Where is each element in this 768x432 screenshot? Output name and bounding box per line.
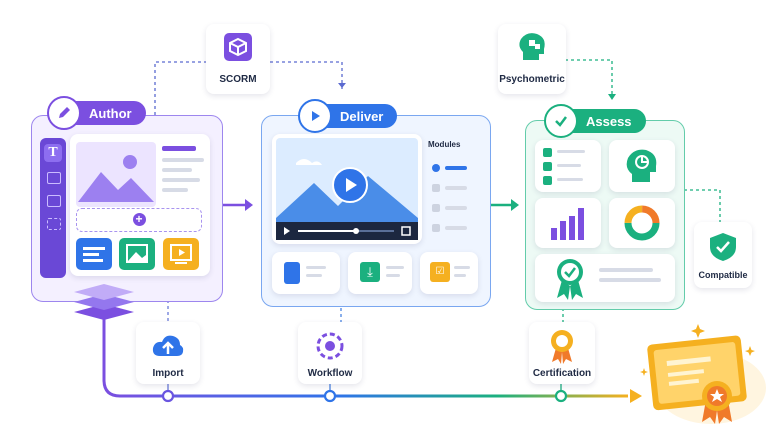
checklist-icon: ☑ [430,262,450,282]
bar-chart-card[interactable] [535,198,601,248]
psychometric-card: Psychometric [498,24,566,94]
text-block-icon[interactable] [76,238,112,270]
assess-label: Assess [586,113,632,129]
author-sidebar: T [40,138,66,278]
shield-check-icon [710,233,736,261]
image-tool-icon[interactable] [47,172,61,184]
module-item[interactable] [432,164,440,172]
psychometric-label: Psychometric [499,74,565,85]
deliver-badge: Deliver [298,99,398,133]
download-card[interactable]: ⤓ [348,252,412,294]
module-item[interactable] [432,204,440,212]
certification-label: Certification [532,368,592,379]
plus-icon: + [132,213,146,226]
medal-icon [551,330,573,364]
donut-chart-icon [624,205,660,241]
layout-tool-icon[interactable] [47,218,61,230]
modules-list: Modules [428,140,483,240]
bar-chart-icon [551,208,584,240]
scorm-label: SCORM [219,74,257,85]
badge-card[interactable] [535,254,675,302]
document-icon [284,262,300,284]
pencil-icon [47,96,81,130]
checkbox-icon [543,148,552,157]
scorm-card: SCORM [206,24,270,94]
donut-chart-card[interactable] [609,198,675,248]
fullscreen-icon[interactable] [402,225,414,237]
module-item[interactable] [432,184,440,192]
checklist-card[interactable]: ☑ [420,252,478,294]
text-tool-icon[interactable]: T [44,144,62,162]
checkbox-icon [543,162,552,171]
progress-bar[interactable] [298,227,394,233]
image-block-icon[interactable] [119,238,155,270]
brain-puzzle-icon [519,33,545,60]
assess-badge: Assess [544,104,646,138]
document-card[interactable] [272,252,340,294]
video-tool-icon[interactable] [47,195,61,207]
video-block-icon[interactable] [163,238,199,270]
certificate-icon [640,324,766,424]
play-icon [298,99,332,133]
analytics-head-card[interactable] [609,140,675,192]
cloud-upload-icon [152,335,184,356]
layers-icon [74,284,134,320]
play-button[interactable] [332,167,368,203]
quiz-card[interactable] [535,140,601,192]
deliver-label: Deliver [340,108,384,124]
add-block-button[interactable]: + [76,208,202,232]
workflow-label: Workflow [307,368,353,379]
author-label: Author [89,105,132,121]
image-placeholder-icon [76,142,156,207]
download-icon: ⤓ [360,262,380,282]
author-canvas: + [70,134,210,276]
check-circle-icon [544,104,578,138]
checkbox-icon [543,176,552,185]
author-badge: Author [47,96,146,130]
award-ribbon-icon [557,259,583,300]
compatible-card: Compatible [694,222,752,288]
workflow-gear-icon [316,332,344,360]
certification-card: Certification [529,322,595,384]
modules-heading: Modules [428,140,461,149]
video-player [272,134,422,244]
import-card: Import [136,322,200,384]
import-label: Import [152,368,184,379]
brain-analysis-icon [626,149,657,182]
package-icon [224,33,252,61]
module-item[interactable] [432,224,440,232]
workflow-card: Workflow [298,322,362,384]
compatible-label: Compatible [698,270,748,280]
